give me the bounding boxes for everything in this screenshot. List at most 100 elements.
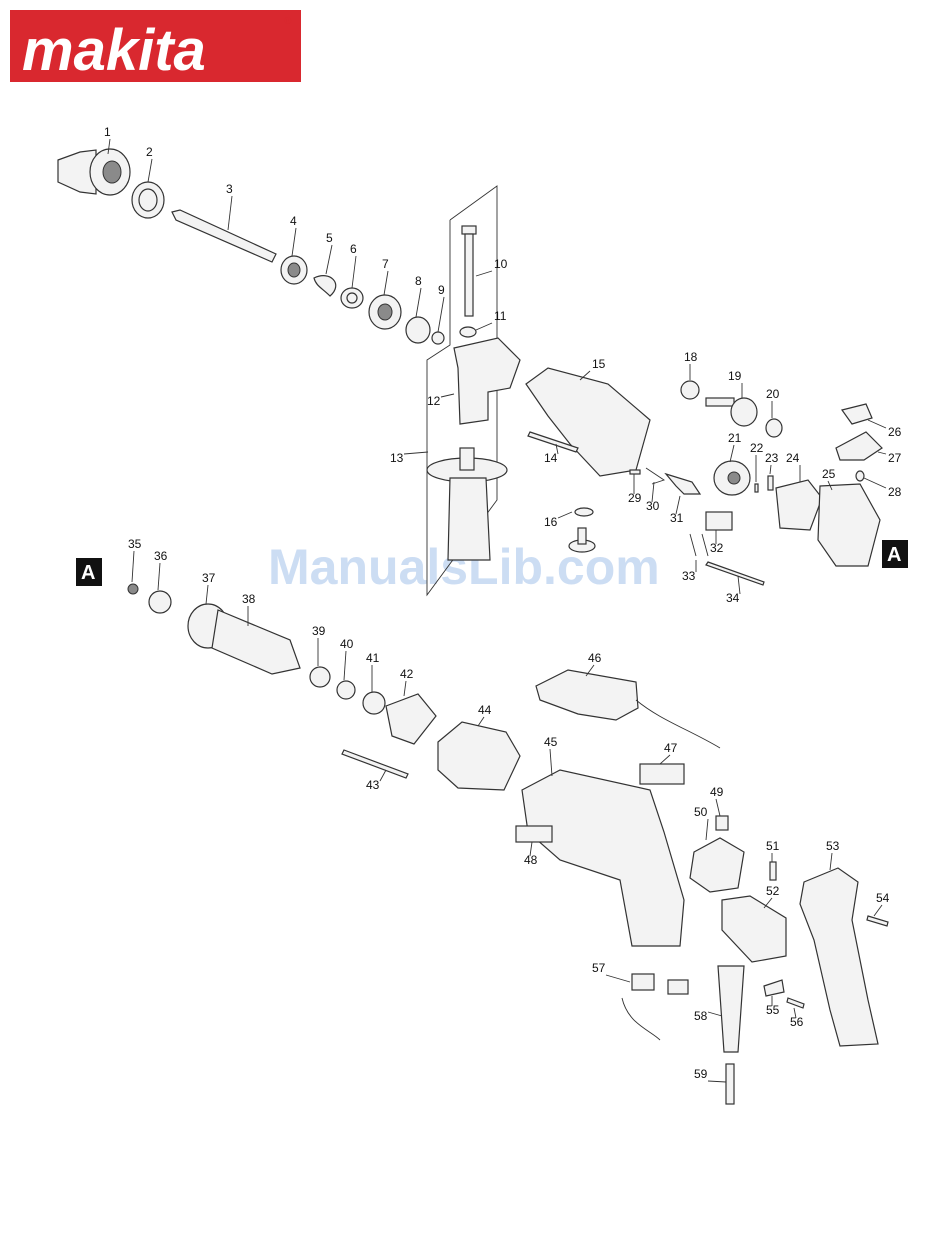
part-label-24: 24 <box>786 451 800 465</box>
part-label-7: 7 <box>382 257 389 271</box>
leader-line-43 <box>380 770 386 781</box>
leader-line-9 <box>438 297 444 332</box>
part-label-25: 25 <box>822 467 836 481</box>
makita-logo: makita ® <box>10 10 301 83</box>
part-label-43: 43 <box>366 778 380 792</box>
leader-line-13 <box>404 452 428 454</box>
part-label-15: 15 <box>592 357 606 371</box>
leader-line-4 <box>292 228 296 256</box>
leader-line-37 <box>206 585 208 604</box>
leader-line-49 <box>716 799 720 816</box>
part-label-47: 47 <box>664 741 678 755</box>
marker-right-label: A <box>887 544 901 566</box>
part-label-11: 11 <box>494 309 507 323</box>
part-label-21: 21 <box>728 431 742 445</box>
part-label-23: 23 <box>765 451 779 465</box>
part-label-10: 10 <box>494 257 508 271</box>
part-label-9: 9 <box>438 283 445 297</box>
part-label-58: 58 <box>694 1009 708 1023</box>
part-label-31: 31 <box>670 511 684 525</box>
part-label-14: 14 <box>544 451 558 465</box>
part-label-51: 51 <box>766 839 780 853</box>
leader-line-7 <box>384 271 388 295</box>
part-label-1: 1 <box>104 125 111 139</box>
leader-line-50 <box>706 819 708 840</box>
part-label-4: 4 <box>290 214 297 228</box>
leader-line-45 <box>550 749 552 776</box>
part-label-35: 35 <box>128 537 142 551</box>
leader-line-35 <box>132 551 134 582</box>
part-label-40: 40 <box>340 637 354 651</box>
part-label-2: 2 <box>146 145 153 159</box>
part-label-8: 8 <box>415 274 422 288</box>
part-label-22: 22 <box>750 441 764 455</box>
part-label-38: 38 <box>242 592 256 606</box>
part-label-46: 46 <box>588 651 602 665</box>
part-label-42: 42 <box>400 667 414 681</box>
part-label-19: 19 <box>728 369 742 383</box>
leader-line-57 <box>606 975 630 982</box>
part-label-16: 16 <box>544 515 558 529</box>
part-label-3: 3 <box>226 182 233 196</box>
leader-line-16 <box>558 512 572 518</box>
part-shapes <box>58 149 888 1104</box>
leader-line-40 <box>344 651 346 680</box>
part-label-53: 53 <box>826 839 840 853</box>
part-label-57: 57 <box>592 961 606 975</box>
leader-line-11 <box>476 323 492 330</box>
leader-line-26 <box>868 420 886 428</box>
part-label-18: 18 <box>684 350 698 364</box>
leader-line-54 <box>874 905 882 916</box>
leader-line-47 <box>660 755 670 764</box>
part-label-6: 6 <box>350 242 357 256</box>
connector-marker-right: A <box>882 540 908 568</box>
part-label-5: 5 <box>326 231 333 245</box>
part-label-30: 30 <box>646 499 660 513</box>
part-label-59: 59 <box>694 1067 708 1081</box>
part-label-39: 39 <box>312 624 326 638</box>
connector-marker-left: A <box>76 558 102 586</box>
part-label-29: 29 <box>628 491 642 505</box>
leader-line-23 <box>770 465 771 474</box>
registered-mark: ® <box>284 16 292 27</box>
leader-line-12 <box>441 394 454 397</box>
leader-line-42 <box>404 681 406 696</box>
leader-line-3 <box>228 196 232 230</box>
leader-line-28 <box>864 478 886 488</box>
part-label-44: 44 <box>478 703 492 717</box>
part-label-41: 41 <box>366 651 380 665</box>
part-label-45: 45 <box>544 735 558 749</box>
leader-line-58 <box>708 1012 722 1016</box>
part-label-32: 32 <box>710 541 724 555</box>
leader-line-10 <box>476 271 492 276</box>
part-label-54: 54 <box>876 891 890 905</box>
leader-line-6 <box>352 256 356 288</box>
leader-line-59 <box>708 1081 726 1082</box>
part-label-48: 48 <box>524 853 538 867</box>
marker-left-label: A <box>81 562 95 584</box>
leader-line-2 <box>148 159 152 182</box>
part-label-34: 34 <box>726 591 740 605</box>
part-label-55: 55 <box>766 1003 780 1017</box>
part-label-20: 20 <box>766 387 780 401</box>
leader-line-5 <box>326 245 332 274</box>
leader-line-8 <box>416 288 421 317</box>
leader-line-21 <box>730 445 734 462</box>
logo-text: makita <box>22 18 206 83</box>
leader-line-36 <box>158 563 160 590</box>
part-label-27: 27 <box>888 451 902 465</box>
part-label-33: 33 <box>682 569 696 583</box>
leader-line-44 <box>478 717 484 726</box>
part-label-12: 12 <box>427 394 441 408</box>
part-label-13: 13 <box>390 451 404 465</box>
part-label-26: 26 <box>888 425 902 439</box>
part-label-52: 52 <box>766 884 780 898</box>
part-label-49: 49 <box>710 785 724 799</box>
part-label-36: 36 <box>154 549 168 563</box>
part-label-56: 56 <box>790 1015 804 1029</box>
leader-line-27 <box>878 452 886 454</box>
leader-line-53 <box>830 853 832 870</box>
part-label-37: 37 <box>202 571 216 585</box>
